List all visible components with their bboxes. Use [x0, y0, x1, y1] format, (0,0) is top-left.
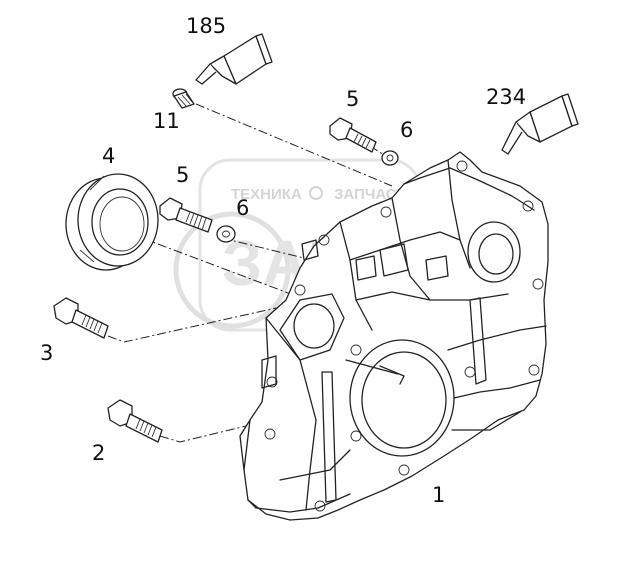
sealant-tube-234 [501, 93, 579, 155]
washer-6a-outer [381, 150, 399, 166]
right-bore-inner [478, 233, 514, 275]
bolt-3-threads [81, 314, 103, 334]
boss-13 [350, 430, 362, 442]
rib-5 [355, 291, 509, 301]
tube-234-shoulder [515, 111, 541, 143]
tube-185-cap [255, 33, 273, 65]
washer-6-middle [216, 225, 236, 243]
rib-10 [451, 411, 521, 431]
cavity-3 [425, 255, 449, 281]
tube-234-nozzle [501, 121, 523, 155]
callout-4: 4 [102, 144, 115, 168]
housing-bottom-flange [247, 493, 351, 513]
assembly-line-5b [221, 237, 305, 259]
seal-4-inner-ring [91, 188, 149, 256]
oil-seal-4 [65, 173, 159, 271]
web-1 [469, 297, 487, 385]
timing-case-housing [239, 151, 549, 521]
callout-6-middle: 6 [236, 196, 249, 220]
housing-left-edge [239, 419, 251, 471]
housing-top-flange [403, 167, 535, 211]
rib-3 [447, 159, 471, 269]
cavity-2 [355, 255, 377, 281]
assembly-line-3 [107, 307, 277, 343]
callout-1: 1 [432, 483, 445, 507]
bolt-2-threads [135, 418, 157, 438]
boss-12 [314, 500, 326, 512]
bolt-2-shank [125, 413, 163, 443]
right-bore-outer [467, 221, 521, 283]
assembly-line-2 [159, 425, 247, 443]
tube-234-cap [561, 93, 579, 127]
watermark-left-text: ТЕХНИКА [231, 186, 302, 203]
bolt-5-upper [329, 117, 377, 153]
assembly-line-4 [141, 237, 313, 303]
plug-11-body [173, 91, 195, 109]
callout-185: 185 [186, 14, 226, 38]
web-2 [321, 371, 337, 503]
boss-5 [380, 206, 392, 218]
boss-7 [522, 200, 534, 212]
rib-6 [265, 317, 317, 511]
callout-3: 3 [40, 341, 53, 365]
washer-6-upper [381, 150, 399, 166]
callout-11: 11 [153, 109, 180, 133]
assembly-lines [107, 103, 393, 443]
seal-4-front [77, 173, 159, 267]
boss-9 [528, 364, 540, 376]
callout-234: 234 [486, 85, 526, 109]
bolt-5b-threads [185, 211, 207, 231]
washer-6b-hole [222, 230, 230, 238]
boss-14 [350, 344, 362, 356]
callout-2: 2 [92, 441, 105, 465]
bolt-5a-shank [345, 127, 377, 153]
boss-2 [266, 376, 278, 388]
boss-1 [264, 428, 276, 440]
bolt-3-shank [71, 309, 109, 339]
rib-8 [453, 379, 541, 399]
plug-11 [172, 88, 195, 109]
boss-3 [294, 284, 306, 296]
callout-6-upper: 6 [400, 118, 413, 142]
washer-6a-hole [386, 154, 394, 162]
watermark-logo-ring [173, 211, 291, 329]
callout-5-upper: 5 [346, 87, 359, 111]
bolt-2 [107, 399, 163, 443]
boss-4 [318, 234, 330, 246]
plug-11-threads [177, 93, 193, 107]
rib-4 [349, 231, 461, 261]
tab-2 [261, 355, 277, 389]
cavity-1 [379, 243, 409, 277]
seal-4-lip [99, 196, 145, 252]
bolt-5a-threads [353, 133, 371, 149]
sealant-tube-185 [195, 33, 273, 85]
tube-185-shoulder [209, 55, 237, 85]
upper-left-bore [293, 303, 335, 349]
assembly-line-11 [195, 103, 393, 187]
tab-1 [301, 239, 319, 261]
bolt-5-middle [159, 197, 213, 233]
boss-6 [456, 160, 468, 172]
seal-4-edges [79, 175, 105, 263]
rib-1 [339, 221, 373, 331]
main-bore-inner [361, 351, 447, 449]
bolt-3 [53, 297, 109, 339]
callout-5-middle: 5 [176, 163, 189, 187]
rib-2 [391, 197, 431, 301]
tube-185-nozzle [195, 63, 217, 85]
housing-outline [243, 151, 549, 521]
washer-6b-outer [216, 225, 236, 243]
pointer-arrow [379, 365, 405, 385]
leader-housing [345, 359, 399, 375]
rib-9 [447, 325, 547, 351]
watermark-gear-icon [309, 186, 323, 200]
rib-7 [279, 449, 351, 481]
boss-8 [532, 278, 544, 290]
boss-11 [398, 464, 410, 476]
